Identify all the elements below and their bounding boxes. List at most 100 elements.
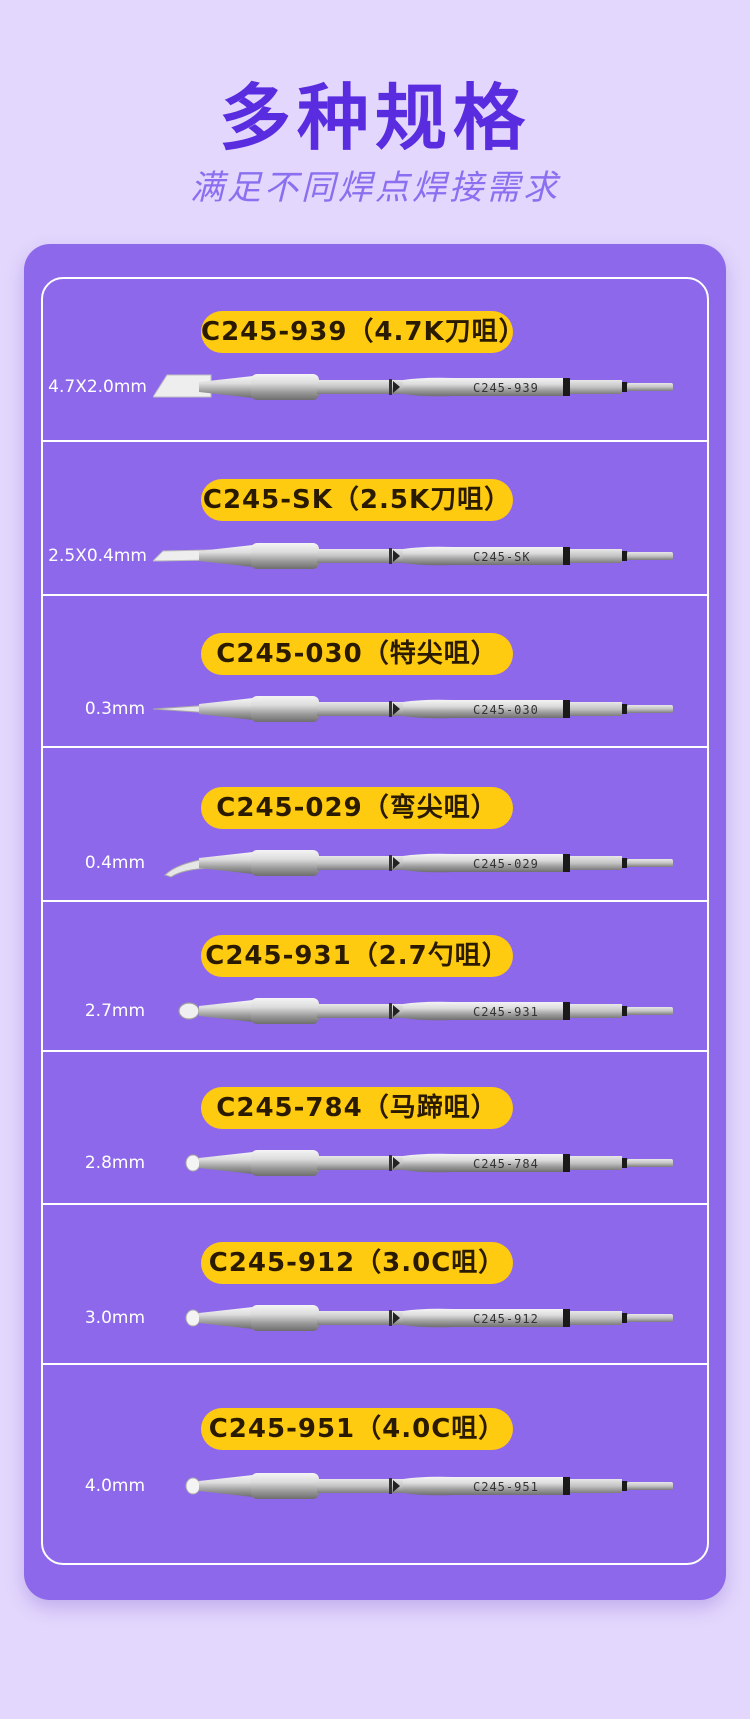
tip-engraved-code: C245-SK <box>473 550 531 564</box>
tip-shaft <box>317 856 407 870</box>
tip-barrel <box>403 1001 563 1021</box>
tip-row: C245-784（马蹄咀） 2.8mm C245-784 <box>43 1051 707 1204</box>
tip-collar <box>251 1305 319 1331</box>
tip-size-label: 2.8mm <box>84 1153 145 1173</box>
tip-neck <box>199 1475 253 1497</box>
soldering-tip-image: C245-912 <box>185 1305 673 1331</box>
tip-rear-sleeve <box>570 549 622 563</box>
tip-neck <box>199 1000 253 1022</box>
tip-size-label: 2.5X0.4mm <box>48 546 147 566</box>
tip-rear-ring <box>622 1481 627 1491</box>
tip-rear-sleeve <box>570 380 622 394</box>
tip-marker-arrow <box>393 550 400 562</box>
tip-marker-line <box>389 548 392 564</box>
tip-rear-sleeve <box>570 1311 622 1325</box>
tip-engraved-code: C245-951 <box>473 1480 539 1494</box>
tip-model-badge: C245-030（特尖咀） <box>201 633 513 675</box>
tip-model-badge: C245-SK（2.5K刀咀） <box>201 479 513 521</box>
tip-barrel <box>403 1153 563 1173</box>
tip-ring <box>563 1309 570 1327</box>
soldering-tip-image: C245-931 <box>178 998 673 1024</box>
working-tip-shape <box>185 1477 201 1495</box>
tip-shaft <box>317 1479 407 1493</box>
tip-end-pin <box>627 552 673 560</box>
tip-end-pin <box>627 1007 673 1015</box>
tip-rear-ring <box>622 1006 627 1016</box>
row-divider <box>43 1363 707 1365</box>
tip-engraved-code: C245-784 <box>473 1157 539 1171</box>
tip-rear-ring <box>622 704 627 714</box>
tip-collar <box>251 696 319 722</box>
tip-end-pin <box>627 1314 673 1322</box>
row-divider <box>43 900 707 902</box>
tip-shaft <box>317 549 407 563</box>
row-divider <box>43 1203 707 1205</box>
tip-marker-line <box>389 1003 392 1019</box>
tip-end-pin <box>627 1482 673 1490</box>
row-divider <box>43 594 707 596</box>
soldering-tip-image: C245-SK <box>153 543 673 569</box>
tip-marker-line <box>389 855 392 871</box>
tip-neck <box>199 376 253 398</box>
tip-marker-line <box>389 701 392 717</box>
tip-marker-line <box>389 379 392 395</box>
tips-panel <box>24 244 726 1600</box>
tip-marker-arrow <box>393 857 400 869</box>
tip-collar <box>251 374 319 400</box>
tip-size-label: 4.0mm <box>84 1476 145 1496</box>
soldering-tip-image: C245-030 <box>153 696 673 722</box>
tip-neck <box>199 1152 253 1174</box>
soldering-tip-image: C245-029 <box>164 850 673 878</box>
tip-collar <box>251 1150 319 1176</box>
tip-marker-line <box>389 1310 392 1326</box>
tip-rear-sleeve <box>570 1156 622 1170</box>
working-tip-shape <box>153 374 212 398</box>
tip-marker-arrow <box>393 381 400 393</box>
tip-model-badge: C245-029（弯尖咀） <box>201 787 513 829</box>
tip-rear-sleeve <box>570 1004 622 1018</box>
tip-end-pin <box>627 1159 673 1167</box>
tip-barrel <box>403 699 563 719</box>
tip-rear-ring <box>622 551 627 561</box>
tip-rear-ring <box>622 858 627 868</box>
tip-shaft <box>317 380 407 394</box>
working-tip-shape <box>185 1309 201 1327</box>
tip-rear-ring <box>622 1158 627 1168</box>
tip-shaft <box>317 1004 407 1018</box>
soldering-tip-image: C245-784 <box>185 1150 673 1176</box>
tip-rear-sleeve <box>570 856 622 870</box>
tip-marker-line <box>389 1478 392 1494</box>
tip-neck <box>199 1307 253 1329</box>
tip-ring <box>563 700 570 718</box>
page-title: 多种规格 <box>218 76 531 160</box>
tip-engraved-code: C245-939 <box>473 381 539 395</box>
page-subtitle: 满足不同焊点焊接需求 <box>190 168 560 208</box>
working-tip-shape <box>178 1002 200 1020</box>
tip-size-label: 2.7mm <box>84 1001 145 1021</box>
tip-shaft <box>317 1156 407 1170</box>
tip-rear-ring <box>622 1313 627 1323</box>
tip-neck <box>199 852 253 874</box>
tip-ring <box>563 547 570 565</box>
tip-collar <box>251 543 319 569</box>
tip-collar <box>251 1473 319 1499</box>
tip-model-badge: C245-912（3.0C咀） <box>201 1242 513 1284</box>
tip-marker-arrow <box>393 1480 400 1492</box>
tip-model-badge: C245-784（马蹄咀） <box>201 1087 513 1129</box>
tip-end-pin <box>627 383 673 391</box>
tip-ring <box>563 1477 570 1495</box>
tip-engraved-code: C245-030 <box>473 703 539 717</box>
tip-marker-line <box>389 1155 392 1171</box>
row-divider <box>43 440 707 442</box>
soldering-tip-image: C245-951 <box>185 1473 673 1499</box>
tip-marker-arrow <box>393 1312 400 1324</box>
tip-engraved-code: C245-912 <box>473 1312 539 1326</box>
tip-rear-sleeve <box>570 702 622 716</box>
